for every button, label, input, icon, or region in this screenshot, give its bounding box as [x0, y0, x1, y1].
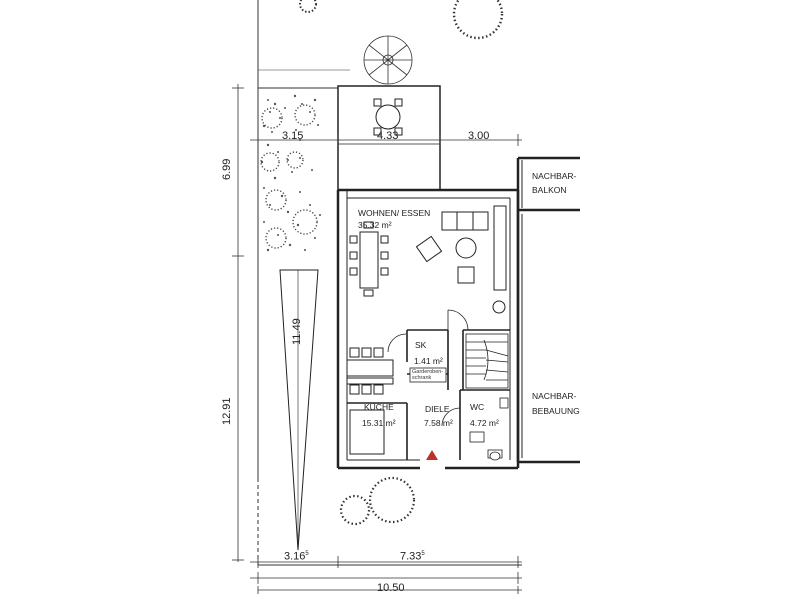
- sofa: [441, 211, 489, 231]
- room-area-wc: 4.72 m²: [470, 418, 499, 428]
- neighbor-building-line2: BEBAUUNG: [532, 406, 580, 416]
- entrance-marker: [426, 450, 438, 460]
- terrace-table: [373, 98, 403, 136]
- room-label-kitchen: KÜCHE: [364, 402, 394, 412]
- dim-lot-depth: 12.91: [221, 397, 233, 425]
- staircase: [465, 333, 509, 389]
- hedge: [260, 94, 321, 252]
- wardrobe: [409, 367, 447, 383]
- room-label-storage: SK: [415, 340, 427, 350]
- room-area-hall: 7.58 m²: [424, 418, 453, 428]
- dim-total-width: 10.50: [377, 582, 405, 594]
- room-area-kitchen: 15.31 m²: [362, 418, 396, 428]
- coffee-table: [455, 237, 477, 259]
- spiral-stair: [363, 35, 413, 85]
- slope-triangle: [279, 269, 319, 551]
- neighbor-balcony-line1: NACHBAR-: [532, 171, 577, 181]
- dimension-lines: [232, 84, 522, 594]
- door-swings: [387, 309, 469, 427]
- kitchen-counter: [346, 347, 394, 455]
- dim-bottom-left: 3.165: [284, 550, 309, 563]
- dim-top-right: 3.00: [468, 130, 490, 142]
- dim-bottom-house: 7.335: [400, 550, 425, 563]
- room-area-storage: 1.41 m²: [414, 356, 443, 366]
- armchair: [415, 235, 443, 263]
- neighbor-balcony-line2: BALKON: [532, 185, 567, 195]
- dim-garden-depth: 6.99: [221, 158, 233, 180]
- wardrobe-label: Garderoben-schrank: [412, 369, 444, 382]
- plant: [492, 300, 506, 314]
- dining-table: [349, 221, 389, 297]
- dim-house-depth: 11.49: [291, 318, 303, 345]
- room-area-living: 35.32 m²: [358, 220, 392, 230]
- hedge-clusters: [260, 104, 318, 249]
- sideboard: [493, 205, 507, 291]
- neighbor-structures: [516, 156, 580, 464]
- side-chair: [457, 266, 475, 284]
- room-label-wc: WC: [470, 402, 485, 412]
- room-label-living: WOHNEN/ ESSEN: [358, 208, 431, 218]
- neighbor-building-line1: NACHBAR-: [532, 391, 577, 401]
- dim-top-left: 3.15: [282, 130, 304, 142]
- tree-top: [299, 0, 504, 40]
- tree-bottom: [339, 476, 416, 526]
- wc-fixtures: [469, 397, 509, 461]
- property-lines: [257, 0, 522, 566]
- room-label-hall: DIELE: [425, 404, 450, 414]
- dim-terrace: 4.33: [377, 130, 399, 142]
